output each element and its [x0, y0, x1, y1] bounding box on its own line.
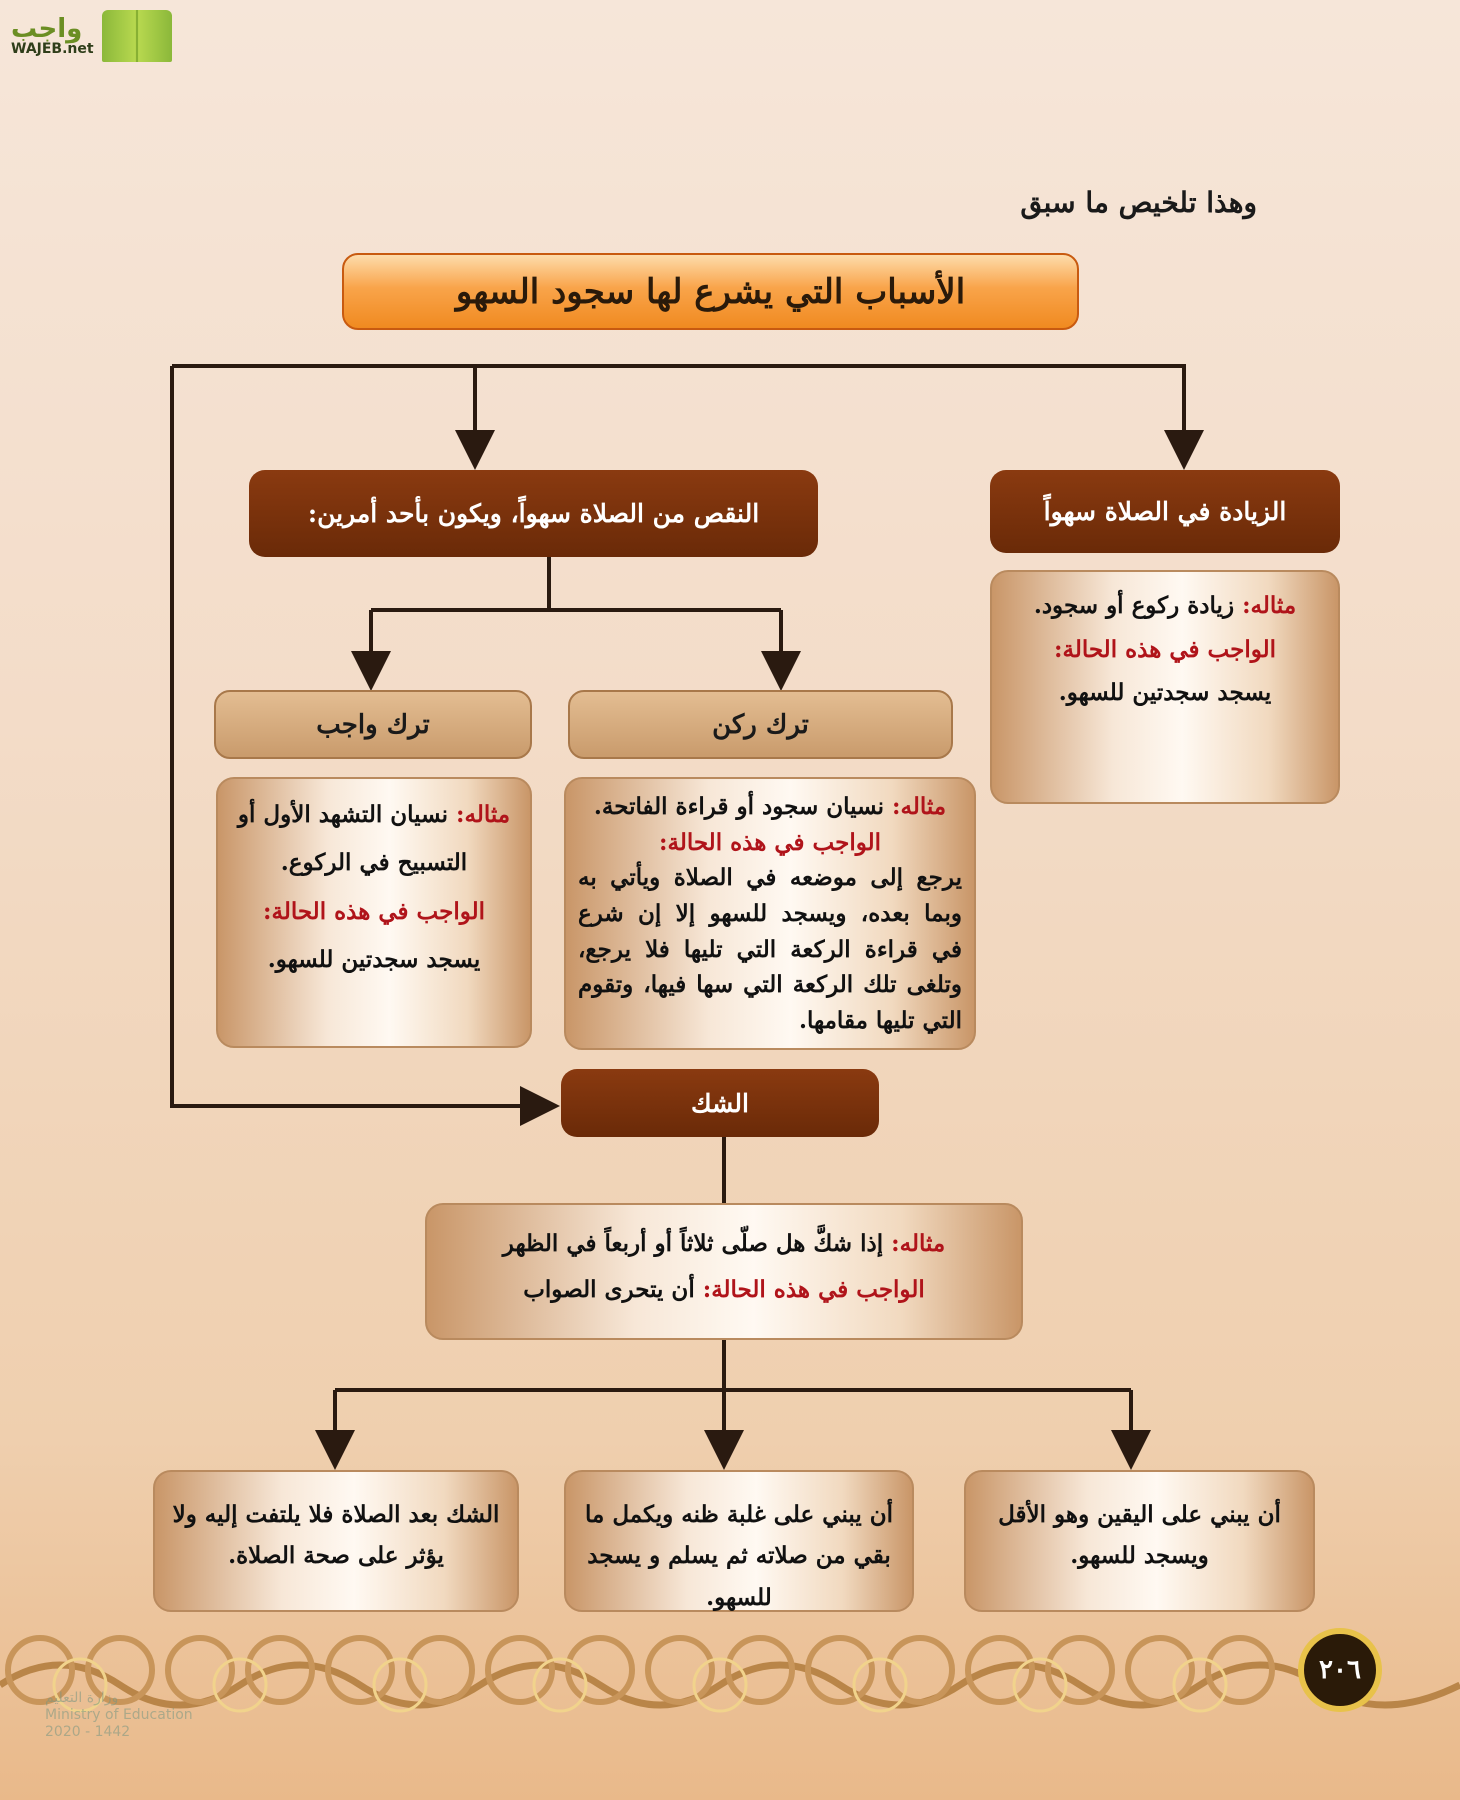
- leave-pillar-card: مثاله: نسيان سجود أو قراءة الفاتحة. الوا…: [564, 777, 976, 1050]
- example-text: نسيان سجود أو قراءة الفاتحة.: [593, 793, 892, 820]
- example-text: إذا شكَّ هل صلّى ثلاثاً أو أربعاً في الظ…: [502, 1230, 892, 1257]
- leave-obligation-header: ترك واجب: [214, 690, 532, 759]
- doubt-card: مثاله: إذا شكَّ هل صلّى ثلاثاً أو أربعاً…: [425, 1203, 1023, 1340]
- duty-label: الواجب في هذه الحالة:: [659, 828, 881, 856]
- doubt-header: الشك: [561, 1069, 879, 1137]
- deficiency-header: النقص من الصلاة سهواً، ويكون بأحد أمرين:: [249, 470, 818, 557]
- duty-text: يرجع إلى موضعه في الصلاة ويأتي به وبما ب…: [578, 864, 962, 1034]
- outcome-after-prayer: الشك بعد الصلاة فلا يلتفت إليه ولا يؤثر …: [153, 1470, 519, 1612]
- duty-label: الواجب في هذه الحالة:: [702, 1276, 925, 1303]
- addition-header: الزيادة في الصلاة سهواً: [990, 470, 1340, 553]
- page-number: ٢٠٦: [1298, 1628, 1382, 1712]
- addition-card: مثاله: زيادة ركوع أو سجود. الواجب في هذه…: [990, 570, 1340, 804]
- leave-obligation-card: مثاله: نسيان التشهد الأول أو التسبيح في …: [216, 777, 532, 1048]
- duty-label: الواجب في هذه الحالة:: [263, 897, 485, 925]
- ministry-name: وزارة التعليم: [45, 1690, 119, 1706]
- duty-text: يسجد سجدتين للسهو.: [267, 945, 481, 973]
- ministry-year: 2020 - 1442: [45, 1723, 131, 1740]
- duty-label: الواجب في هذه الحالة:: [1054, 635, 1276, 663]
- intro-text: وهذا تلخيص ما سبق: [1020, 186, 1257, 219]
- ministry-name-en: Ministry of Education: [45, 1706, 193, 1723]
- outcome-probability: أن يبني على غلبة ظنه ويكمل ما بقي من صلا…: [564, 1470, 914, 1612]
- duty-text: أن يتحرى الصواب: [523, 1276, 703, 1303]
- logo-latin: WAJEB.net: [11, 41, 94, 57]
- decorative-border: [0, 1635, 1460, 1713]
- book-icon: [101, 10, 172, 62]
- leave-pillar-header: ترك ركن: [568, 690, 953, 759]
- ministry-watermark: وزارة التعليم Ministry of Education 2020…: [45, 1690, 193, 1740]
- example-text: زيادة ركوع أو سجود.: [1033, 592, 1243, 619]
- example-label: مثاله:: [456, 801, 511, 828]
- example-label: مثاله:: [1242, 592, 1297, 619]
- outcome-certainty: أن يبني على اليقين وهو الأقل ويسجد للسهو…: [964, 1470, 1315, 1612]
- page-title: الأسباب التي يشرع لها سجود السهو: [342, 253, 1079, 330]
- duty-text: يسجد سجدتين للسهو.: [1058, 679, 1272, 707]
- example-label: مثاله:: [891, 1230, 946, 1257]
- example-label: مثاله:: [892, 793, 947, 820]
- example-text: نسيان التشهد الأول أو التسبيح في الركوع.: [237, 801, 468, 877]
- logo-arabic: واجب: [11, 14, 83, 44]
